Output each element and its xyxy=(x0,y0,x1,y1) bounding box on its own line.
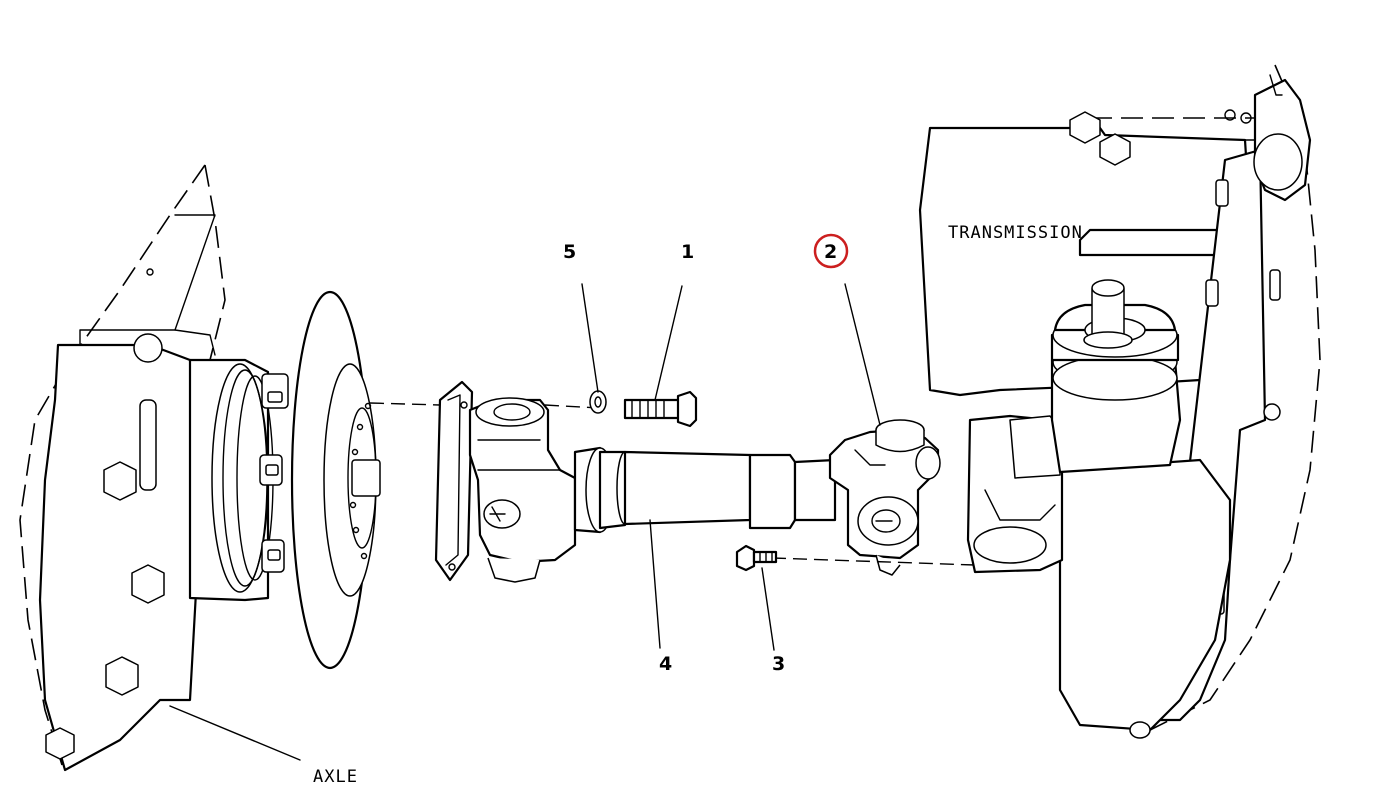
callout-2: 2 xyxy=(824,241,837,263)
callout-1: 1 xyxy=(681,241,694,263)
axle-housing xyxy=(19,164,381,772)
transmission-label: TRANSMISSION xyxy=(948,223,1083,243)
callout-5: 5 xyxy=(563,241,576,263)
callout-2-highlight-ring xyxy=(813,233,849,269)
bolt-part-3 xyxy=(735,544,778,572)
drive-shaft xyxy=(573,446,837,534)
axle-bolts xyxy=(45,399,165,760)
callout-3: 3 xyxy=(772,653,785,675)
transmission-housing xyxy=(918,64,1321,739)
washer-part-5 xyxy=(589,390,607,414)
left-universal-joint xyxy=(434,380,577,583)
bolt-part-1 xyxy=(623,390,698,428)
axle-label: AXLE xyxy=(313,767,358,787)
callout-4: 4 xyxy=(659,653,672,675)
right-universal-joint xyxy=(828,419,941,576)
center-line-left xyxy=(369,402,441,406)
leader-lines xyxy=(581,283,881,651)
